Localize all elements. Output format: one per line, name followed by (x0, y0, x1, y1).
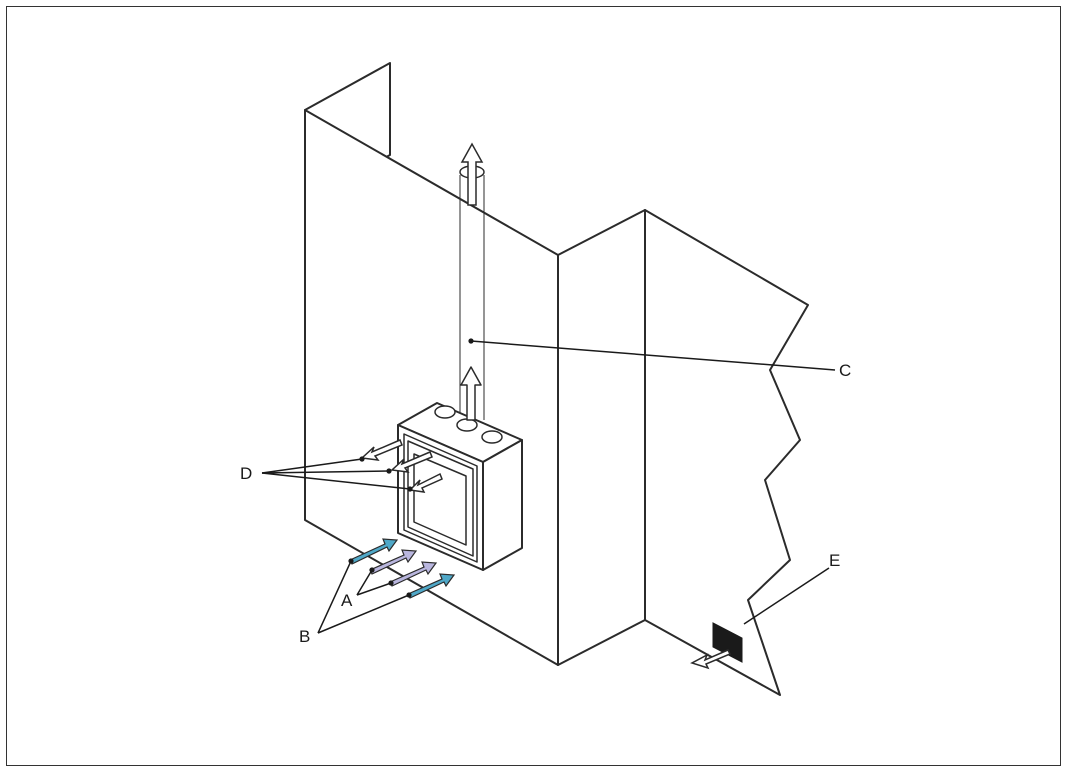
walls (304, 62, 809, 696)
label-a: A (341, 591, 353, 610)
vertical-duct (459, 142, 485, 420)
dot-d-1 (359, 456, 365, 462)
inflow-arrow-icon (389, 561, 438, 587)
up-arrow-icon (460, 142, 484, 206)
inflow-arrow-icon (349, 538, 399, 565)
label-b: B (299, 627, 310, 646)
leader-a-1 (356, 569, 373, 596)
spigot-left (434, 405, 456, 419)
dot-d-2 (386, 468, 392, 474)
outflow-arrow-icon (390, 451, 433, 473)
leader-d-2 (261, 470, 390, 474)
dot-b-2 (406, 592, 412, 598)
label-d: D (240, 464, 252, 483)
leader-dots (348, 338, 474, 598)
unit-front-opening (413, 453, 467, 546)
label-e: E (829, 551, 840, 570)
dot-c (468, 338, 474, 344)
leader-lines (261, 340, 836, 634)
leader-d-3 (261, 472, 411, 490)
unit-side-face (482, 439, 523, 571)
spigot-right (481, 430, 503, 444)
unit-front-frame-outer (403, 433, 478, 563)
unit-front-frame-mid (407, 440, 474, 557)
inflow-arrow-icon (407, 573, 456, 599)
dot-d-3 (407, 486, 413, 492)
label-c: C (839, 361, 851, 380)
outflow-arrow-icon (690, 649, 732, 670)
outflow-arrow-icon (408, 472, 443, 493)
leader-a-2 (356, 582, 392, 596)
leader-c (470, 340, 836, 371)
dot-a-1 (369, 567, 375, 573)
leader-b-2 (317, 594, 410, 634)
leader-b-1 (317, 560, 352, 634)
leader-e (743, 567, 830, 625)
leader-d-1 (261, 458, 363, 474)
outflow-arrows-d (360, 439, 443, 493)
dot-b-1 (348, 558, 354, 564)
middle-wall (557, 209, 646, 666)
outflow-arrow-icon (360, 439, 403, 461)
unit-up-arrow-icon (460, 366, 482, 421)
inflow-arrows (349, 538, 456, 599)
inflow-arrow-icon (369, 549, 418, 575)
left-wall (304, 109, 559, 666)
spigot-center (456, 418, 478, 432)
dot-a-2 (388, 580, 394, 586)
vent-grille (712, 622, 743, 663)
right-wall (644, 209, 809, 696)
wall-vent-e (690, 622, 743, 670)
